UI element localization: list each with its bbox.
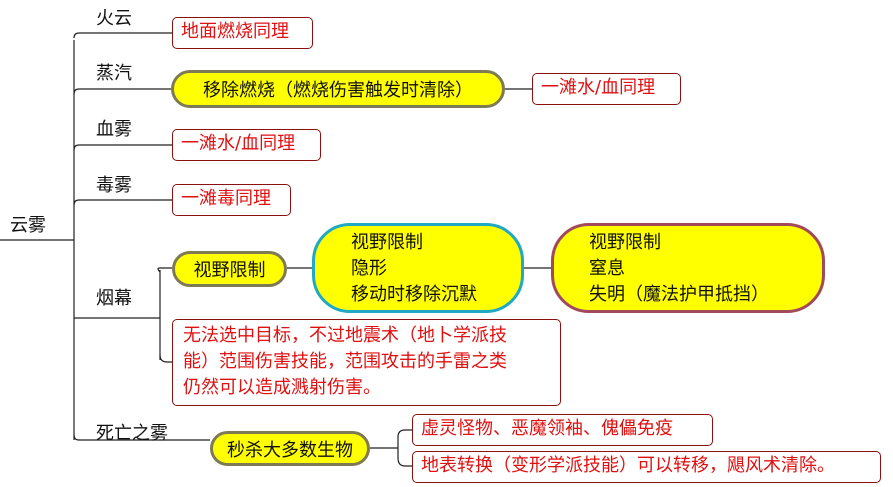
smoke-l3-item: 失明（魔法护甲抵挡）: [589, 284, 769, 305]
note-death-fog-immune[interactable]: 虚灵怪物、恶魔领袖、傀儡免疫: [412, 414, 713, 446]
smoke-l3-item: 窒息: [589, 258, 625, 279]
branch-fire-cloud[interactable]: 火云: [96, 8, 132, 29]
smoke-effects-level2[interactable]: 视野限制 隐形 移动时移除沉默: [312, 223, 524, 313]
note-smoke-screen[interactable]: 无法选中目标，不过地震术（地卜学派技 能）范围伤害技能，范围攻击的手雷之类 仍然…: [172, 319, 561, 406]
effect-smoke-screen[interactable]: 视野限制: [172, 251, 287, 287]
smoke-l3-item: 视野限制: [589, 232, 661, 253]
smoke-l2-item: 隐形: [351, 258, 387, 279]
note-death-fog-removal[interactable]: 地表转换（变形学派技能）可以转移，飓风术清除。: [412, 451, 881, 483]
branch-death-fog[interactable]: 死亡之雾: [96, 423, 168, 444]
note-fire-cloud[interactable]: 地面燃烧同理: [172, 17, 313, 49]
note-blood-mist[interactable]: 一滩水/血同理: [172, 129, 321, 161]
root-node[interactable]: 云雾: [10, 215, 46, 236]
branch-smoke-screen[interactable]: 烟幕: [96, 288, 132, 309]
note-line: 能）范围伤害技能，范围攻击的手雷之类: [183, 351, 507, 372]
smoke-effects-level3[interactable]: 视野限制 窒息 失明（魔法护甲抵挡）: [551, 223, 825, 313]
smoke-l2-item: 视野限制: [351, 232, 423, 253]
note-line: 仍然可以造成溅射伤害。: [183, 377, 381, 398]
effect-steam[interactable]: 移除燃烧（燃烧伤害触发时清除）: [171, 70, 505, 108]
branch-steam[interactable]: 蒸汽: [96, 63, 132, 84]
smoke-l2-item: 移动时移除沉默: [351, 284, 477, 305]
note-line: 无法选中目标，不过地震术（地卜学派技: [183, 325, 507, 346]
branch-blood-mist[interactable]: 血雾: [96, 119, 132, 140]
effect-death-fog[interactable]: 秒杀大多数生物: [210, 431, 370, 466]
note-poison-mist[interactable]: 一滩毒同理: [172, 184, 291, 216]
note-steam[interactable]: 一滩水/血同理: [532, 73, 681, 105]
branch-poison-mist[interactable]: 毒雾: [96, 175, 132, 196]
